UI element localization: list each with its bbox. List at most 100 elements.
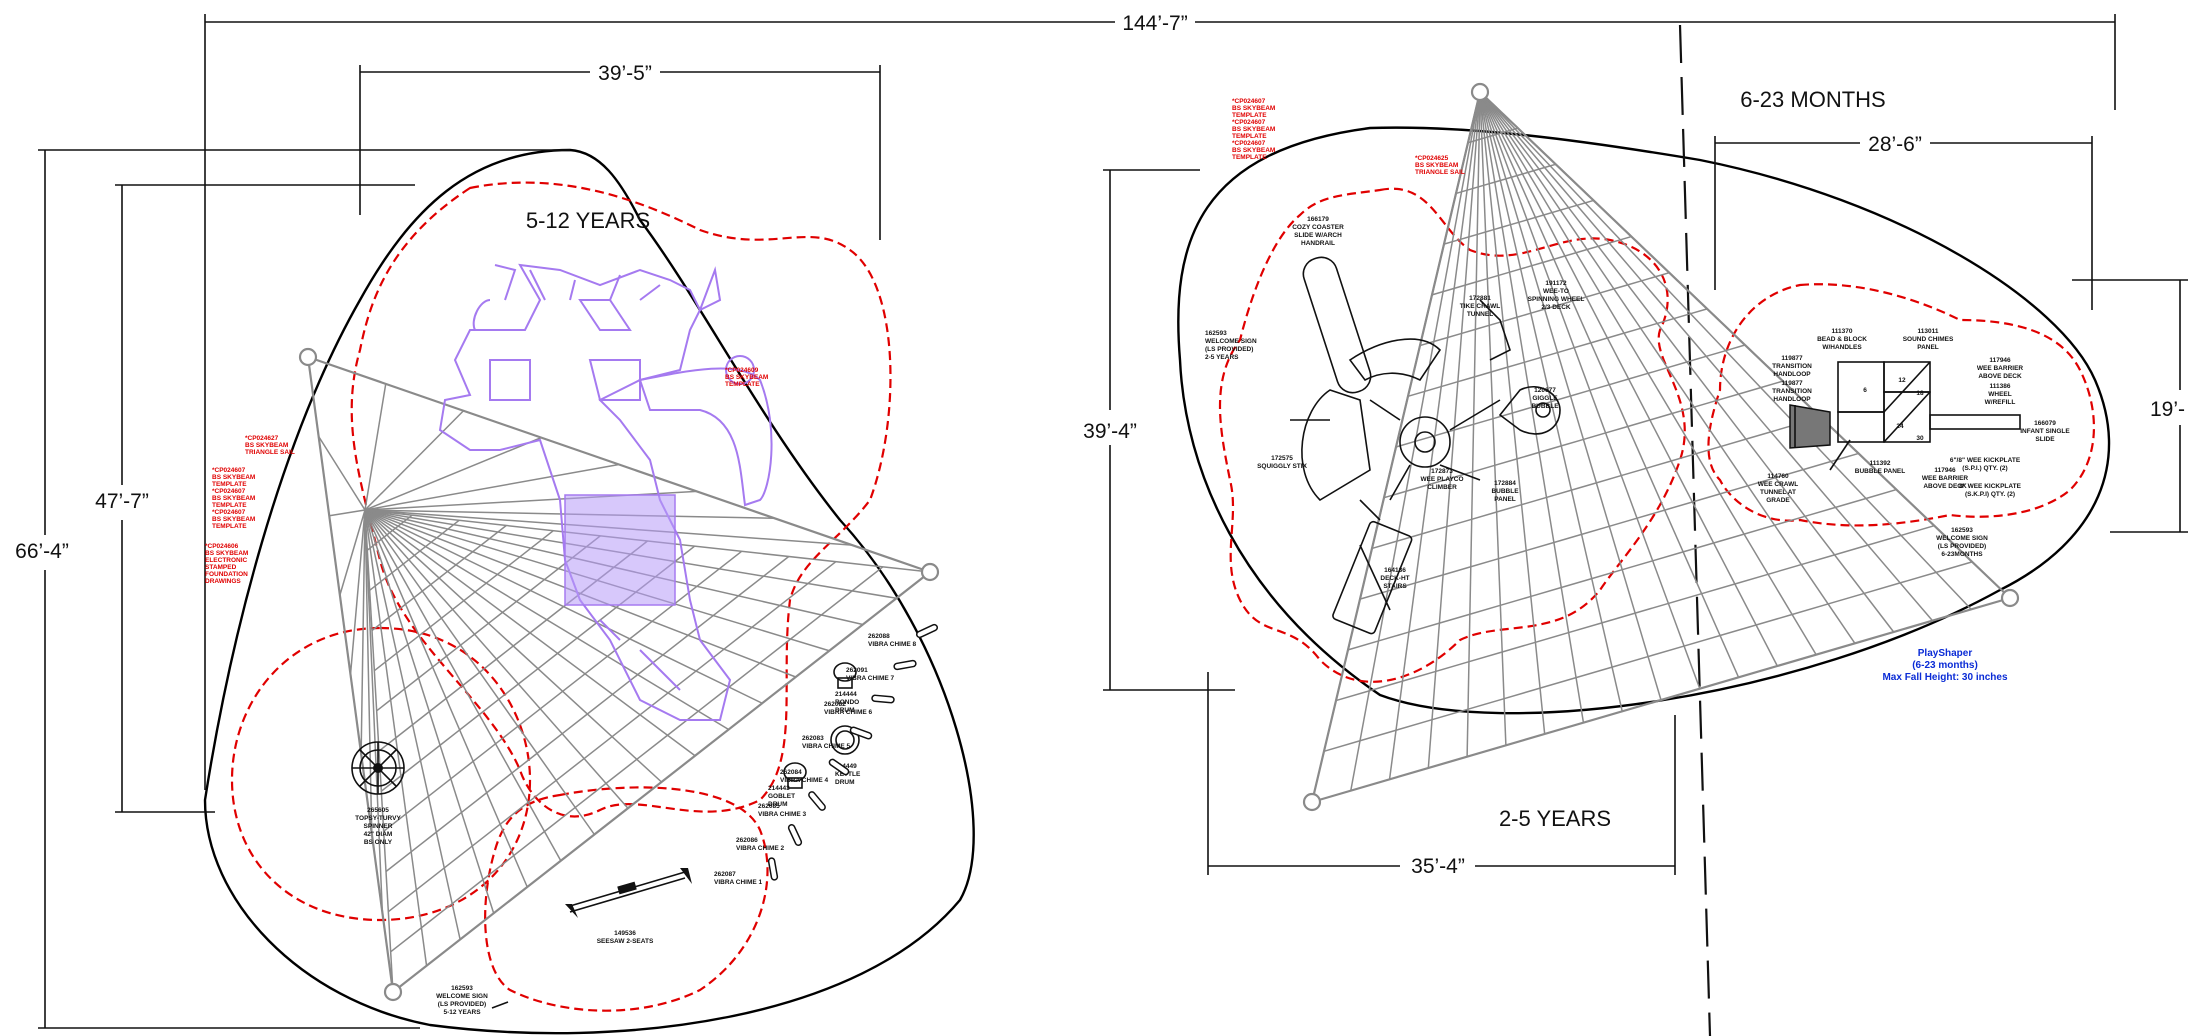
svg-text:DRAWINGS: DRAWINGS bbox=[205, 578, 241, 585]
svg-text:119877: 119877 bbox=[1781, 380, 1803, 387]
svg-text:BS SKYBEAM: BS SKYBEAM bbox=[212, 495, 255, 502]
svg-text:SLIDE W/ARCH: SLIDE W/ARCH bbox=[1294, 232, 1342, 239]
svg-text:TUNNEL AT: TUNNEL AT bbox=[1760, 489, 1796, 496]
svg-text:BEAD & BLOCK: BEAD & BLOCK bbox=[1817, 336, 1867, 343]
right-red-tag-a: *CP024607 BS SKYBEAM TEMPLATE *CP024607 … bbox=[1232, 98, 1275, 161]
left-outer-height-dimension: 66’-4” bbox=[15, 149, 570, 1029]
zone-label-2-5: 2-5 YEARS bbox=[1499, 806, 1611, 831]
svg-text:(S.K.P.I) QTY. (2): (S.K.P.I) QTY. (2) bbox=[1965, 491, 2015, 498]
svg-text:PANEL: PANEL bbox=[1494, 496, 1516, 503]
svg-text:TRIANGLE SAIL: TRIANGLE SAIL bbox=[1415, 169, 1465, 176]
label-kickplate-1: 6"/8" WEE KICKPLATE (S.P.I.) QTY. (2) bbox=[1950, 457, 2021, 472]
svg-text:262091: 262091 bbox=[846, 667, 868, 674]
svg-text:DRUM: DRUM bbox=[768, 801, 788, 808]
svg-text:TRIANGLE SAIL: TRIANGLE SAIL bbox=[245, 449, 295, 456]
svg-text:166179: 166179 bbox=[1307, 216, 1329, 223]
svg-text:WELCOME SIGN: WELCOME SIGN bbox=[1936, 535, 1988, 542]
label-welcome-6-23: 162593 WELCOME SIGN (LS PROVIDED) 6-23MO… bbox=[1936, 527, 1988, 558]
svg-text:TIKE CRAWL: TIKE CRAWL bbox=[1460, 303, 1500, 310]
svg-text:ELECTRONIC: ELECTRONIC bbox=[205, 557, 248, 564]
label-bubble-panel-b: 111392 BUBBLE PANEL bbox=[1855, 460, 1905, 475]
svg-text:STAIRS: STAIRS bbox=[1383, 583, 1407, 590]
svg-text:W/REFILL: W/REFILL bbox=[1985, 399, 2016, 406]
seesaw-label: 149536 SEESAW 2-SEATS bbox=[597, 930, 654, 945]
label-wee-barrier-2: 117946 WEE BARRIER ABOVE DECK bbox=[1922, 467, 1969, 490]
svg-text:GIGGLE: GIGGLE bbox=[1532, 395, 1558, 402]
svg-text:VIBRA CHIME 2: VIBRA CHIME 2 bbox=[736, 845, 785, 852]
svg-text:262088: 262088 bbox=[868, 633, 890, 640]
left-inner-height-dimension: 47’-7” bbox=[95, 184, 415, 813]
right-side-dimension: 19’- bbox=[2072, 279, 2188, 533]
left-inner-height-text: 47’-7” bbox=[95, 490, 149, 513]
svg-text:TEMPLATE: TEMPLATE bbox=[1232, 133, 1267, 140]
svg-text:*CP024606: *CP024606 bbox=[205, 543, 239, 550]
left-net-post-2 bbox=[920, 562, 940, 582]
svg-text:SLIDE: SLIDE bbox=[2035, 436, 2055, 443]
svg-text:*CP024625: *CP024625 bbox=[1415, 155, 1449, 162]
left-fall-zone-seesaw bbox=[484, 786, 769, 1012]
svg-text:262084: 262084 bbox=[780, 769, 802, 776]
svg-text:PANEL: PANEL bbox=[1917, 344, 1939, 351]
playshaper-note: PlayShaper (6-23 months) Max Fall Height… bbox=[1882, 648, 2007, 683]
svg-text:6: 6 bbox=[1863, 387, 1867, 394]
right-red-tag-b: *CP024625 BS SKYBEAM TRIANGLE SAIL bbox=[1415, 155, 1465, 176]
svg-text:GOBLET: GOBLET bbox=[768, 793, 795, 800]
svg-text:BUBBLE PANEL: BUBBLE PANEL bbox=[1855, 468, 1905, 475]
svg-text:TEMPLATE: TEMPLATE bbox=[725, 381, 760, 388]
svg-text:SPINNING WHEEL: SPINNING WHEEL bbox=[1528, 296, 1585, 303]
left-red-tag-4: *CP024606 BS SKYBEAM ELECTRONIC STAMPED … bbox=[205, 543, 248, 585]
svg-text:8" WEE KICKPLATE: 8" WEE KICKPLATE bbox=[1959, 483, 2021, 490]
svg-text:30: 30 bbox=[1916, 435, 1924, 442]
svg-text:DRUM: DRUM bbox=[835, 779, 855, 786]
svg-text:172881: 172881 bbox=[1469, 295, 1491, 302]
svg-text:INFANT SINGLE: INFANT SINGLE bbox=[2020, 428, 2070, 435]
structure-2-5 bbox=[1290, 256, 1561, 635]
svg-text:SPINNER: SPINNER bbox=[364, 823, 393, 830]
svg-text:111370: 111370 bbox=[1832, 328, 1853, 335]
svg-text:COZY COASTER: COZY COASTER bbox=[1292, 224, 1344, 231]
svg-text:BS SKYBEAM: BS SKYBEAM bbox=[1232, 147, 1275, 154]
right-bottom-dim-text: 35’-4” bbox=[1411, 855, 1465, 878]
svg-text:WELCOME SIGN: WELCOME SIGN bbox=[436, 993, 488, 1000]
label-wee-crawl: 114760 WEE CRAWL TUNNEL AT GRADE bbox=[1758, 473, 1798, 504]
svg-text:262085: 262085 bbox=[758, 803, 780, 810]
svg-text:FOUNDATION: FOUNDATION bbox=[205, 571, 248, 578]
svg-text:162593: 162593 bbox=[1951, 527, 1973, 534]
left-play-area: 39’-5” 66’-4” 47’-7” bbox=[15, 62, 975, 1035]
right-top-dimension: 28’-6” bbox=[1714, 133, 2093, 310]
right-top-dim-text: 28’-6” bbox=[1868, 133, 1922, 156]
svg-text:114760: 114760 bbox=[1767, 473, 1789, 480]
svg-text:W/HANDLES: W/HANDLES bbox=[1822, 344, 1862, 351]
svg-text:DECK-HT: DECK-HT bbox=[1380, 575, 1409, 582]
svg-text:162593: 162593 bbox=[1205, 330, 1227, 337]
label-transition-1: 119877 TRANSITION HANDLOOP bbox=[1772, 355, 1812, 378]
left-net-post-3 bbox=[383, 982, 403, 1002]
svg-text:WEE PLAYCO: WEE PLAYCO bbox=[1420, 476, 1463, 483]
svg-text:BS SKYBEAM: BS SKYBEAM bbox=[1415, 162, 1458, 169]
svg-text:262082: 262082 bbox=[824, 701, 846, 708]
svg-text:113011: 113011 bbox=[1918, 328, 1939, 335]
svg-text:HANDLOOP: HANDLOOP bbox=[1773, 396, 1811, 403]
left-red-tag-1: *CP024609 BS SKYBEAM TEMPLATE bbox=[725, 367, 768, 388]
structure-6-23: 6 12 18 24 30 bbox=[1789, 361, 2021, 471]
svg-text:12: 12 bbox=[1898, 377, 1906, 384]
svg-text:*CP024607: *CP024607 bbox=[1232, 98, 1266, 105]
svg-text:*CP024607: *CP024607 bbox=[212, 509, 246, 516]
svg-text:CLIMBER: CLIMBER bbox=[1427, 484, 1457, 491]
svg-text:*CP024609: *CP024609 bbox=[725, 367, 759, 374]
svg-text:(LS PROVIDED): (LS PROVIDED) bbox=[1205, 346, 1253, 353]
zone-label-5-12: 5-12 YEARS bbox=[526, 208, 650, 233]
svg-text:262087: 262087 bbox=[714, 871, 736, 878]
label-squiggly-stix: 172575 SQUIGGLY STIX bbox=[1257, 455, 1308, 470]
drum-goblet: 214443 GOBLET DRUM bbox=[768, 762, 807, 808]
svg-text:111392: 111392 bbox=[1870, 460, 1891, 467]
svg-text:SQUIGGLY STIX: SQUIGGLY STIX bbox=[1257, 463, 1308, 470]
svg-text:WEE-TO: WEE-TO bbox=[1543, 288, 1569, 295]
label-welcome-2-5: 162593 WELCOME SIGN (LS PROVIDED) 2-5 YE… bbox=[1205, 330, 1257, 361]
svg-text:WHEEL: WHEEL bbox=[1988, 391, 2012, 398]
